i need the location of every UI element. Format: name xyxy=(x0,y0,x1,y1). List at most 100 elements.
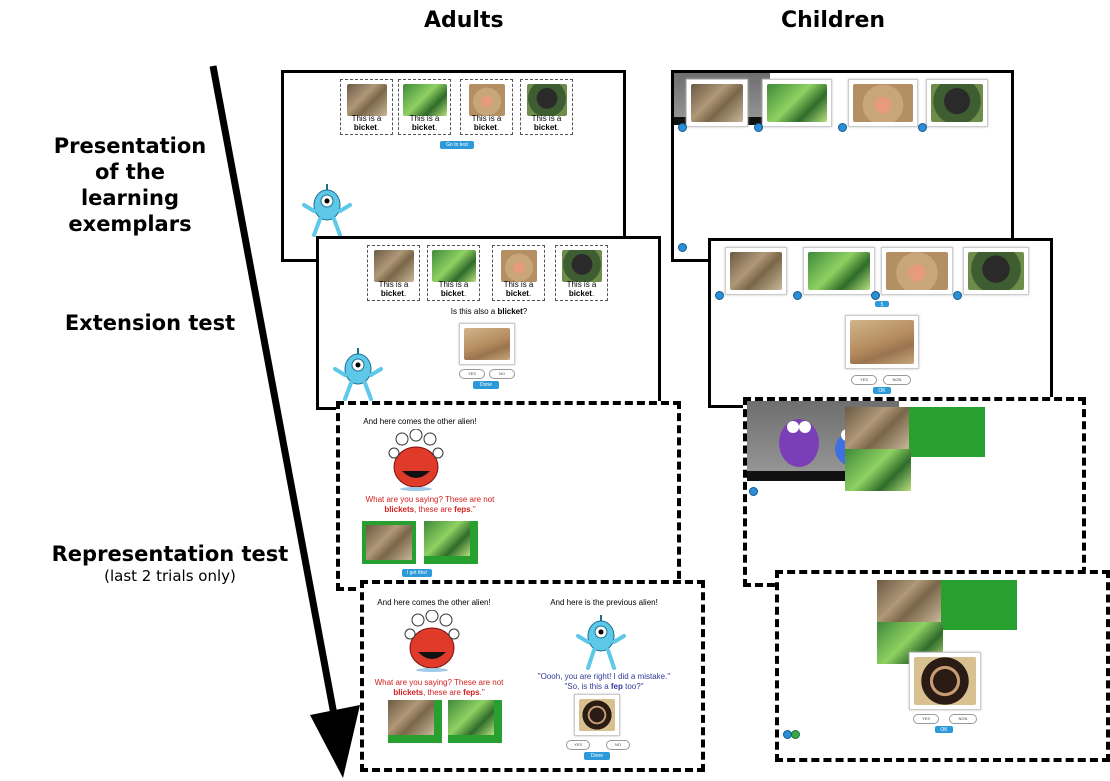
gorilla-image xyxy=(562,250,602,282)
chimp-image xyxy=(914,657,976,705)
no-radio[interactable]: NO xyxy=(606,740,630,750)
snake-image xyxy=(374,250,414,282)
no-radio[interactable]: NON xyxy=(883,375,911,385)
exemplar-card: This is a bicket. xyxy=(460,79,513,135)
exemplar-caption: This is a bicket. xyxy=(531,114,562,132)
adult-representation-screen-1: And here comes the other alien! What are… xyxy=(336,401,681,591)
green-snake-image xyxy=(808,252,870,290)
play-button[interactable] xyxy=(953,291,962,300)
go-to-test-button[interactable]: Go to test xyxy=(440,141,474,149)
exemplar-caption: This is a bicket. xyxy=(438,280,469,298)
exemplar-tile xyxy=(725,247,787,295)
exemplar-card: This is a bicket. xyxy=(367,245,420,301)
done-button[interactable]: Done xyxy=(473,381,499,389)
green-snake-image xyxy=(432,250,476,282)
next-button[interactable]: 5 xyxy=(875,301,889,308)
yes-radio[interactable]: YES xyxy=(459,369,485,379)
green-frame xyxy=(448,700,502,743)
play-button[interactable] xyxy=(678,243,687,252)
got-it-button[interactable]: I got this! xyxy=(402,569,432,577)
gorilla-image xyxy=(527,84,567,116)
hyena-image xyxy=(464,328,510,360)
adult-extension-screen: This is a bicket. This is a bicket. This… xyxy=(316,236,661,410)
adults-header: Adults xyxy=(424,8,504,33)
exemplar-caption: This is a bicket. xyxy=(351,114,382,132)
adult-presentation-screen: This is a bicket. This is a bicket. This… xyxy=(281,70,626,262)
phase-line: Presentation xyxy=(53,134,207,158)
no-radio[interactable]: NON xyxy=(949,714,977,724)
other-alien-speech: What are you saying? These are not blick… xyxy=(365,495,495,514)
exemplar-card: This is a bicket. xyxy=(340,79,393,135)
done-button[interactable]: Done xyxy=(584,752,610,760)
play-button[interactable] xyxy=(754,123,763,132)
play-button[interactable] xyxy=(678,123,687,132)
phase-line: of the xyxy=(94,160,166,184)
blue-alien-icon xyxy=(333,348,383,401)
test-item-card xyxy=(459,323,515,365)
green-frame xyxy=(362,521,416,564)
monkey-image xyxy=(886,252,948,290)
child-extension-screen: 5 YES NON OK xyxy=(708,238,1053,408)
exemplar-card: This is a bicket. xyxy=(492,245,545,301)
green-snake-image xyxy=(403,84,447,116)
green-frame xyxy=(845,407,985,491)
previous-alien-intro: And here is the previous alien! xyxy=(550,598,658,607)
gorilla-image xyxy=(968,252,1024,290)
adult-representation-screen-2: And here comes the other alien! And here… xyxy=(360,580,705,772)
child-presentation-screen xyxy=(671,70,1014,262)
play-button[interactable] xyxy=(793,291,802,300)
blue-alien-icon xyxy=(302,184,352,237)
exemplar-tile xyxy=(762,79,832,127)
other-alien-intro: And here comes the other alien! xyxy=(377,598,491,607)
exemplar-caption: This is a bicket. xyxy=(471,114,502,132)
exemplar-card: This is a bicket. xyxy=(520,79,573,135)
green-frame xyxy=(877,580,1017,664)
exemplar-card: This is a bicket. xyxy=(555,245,608,301)
children-header: Children xyxy=(781,8,886,33)
snake-image xyxy=(730,252,782,290)
red-alien-icon xyxy=(388,429,444,491)
extension-question: Is this also a blicket? xyxy=(450,307,528,316)
snake-image xyxy=(388,700,434,735)
phase-line: learning exemplars xyxy=(68,186,192,236)
phase-label-representation: Representation test xyxy=(51,542,289,566)
green-snake-image xyxy=(767,84,827,122)
ok-button[interactable]: OK xyxy=(873,387,891,394)
green-frame xyxy=(388,700,442,743)
yes-radio[interactable]: YES xyxy=(851,375,877,385)
blue-alien-icon xyxy=(576,615,626,670)
exemplar-caption: This is a bicket. xyxy=(378,280,409,298)
child-representation-screen-2: YES NON OK xyxy=(775,570,1110,762)
exemplar-caption: This is a bicket. xyxy=(503,280,534,298)
green-snake-image xyxy=(448,700,494,735)
yes-radio[interactable]: YES xyxy=(913,714,939,724)
hyena-image xyxy=(850,320,914,364)
snake-image xyxy=(845,407,909,449)
green-snake-image xyxy=(424,521,470,556)
play-button[interactable] xyxy=(749,487,758,496)
previous-alien-speech: "Oooh, you are right! I did a mistake." … xyxy=(537,672,671,691)
exemplar-tile xyxy=(881,247,953,295)
yes-radio[interactable]: YES xyxy=(566,740,590,750)
play-button[interactable] xyxy=(715,291,724,300)
snake-image xyxy=(691,84,743,122)
snake-image xyxy=(366,525,412,560)
other-alien-intro: And here comes the other alien! xyxy=(363,417,477,426)
green-frame xyxy=(424,521,478,564)
test-item-card xyxy=(909,652,981,710)
ok-button[interactable]: OK xyxy=(935,726,953,733)
play-button[interactable] xyxy=(871,291,880,300)
play-button[interactable] xyxy=(791,730,800,739)
no-radio[interactable]: NO xyxy=(489,369,515,379)
phase-label-extension: Extension test xyxy=(64,311,236,335)
exemplar-tile xyxy=(686,79,748,127)
test-item-card xyxy=(574,694,620,736)
red-alien-icon xyxy=(404,610,460,672)
play-button[interactable] xyxy=(918,123,927,132)
exemplar-caption: This is a bicket. xyxy=(409,114,440,132)
exemplar-tile xyxy=(848,79,918,127)
monkey-image xyxy=(469,84,505,116)
play-button[interactable] xyxy=(838,123,847,132)
monkey-image xyxy=(853,84,913,122)
child-representation-screen-1 xyxy=(743,397,1086,587)
